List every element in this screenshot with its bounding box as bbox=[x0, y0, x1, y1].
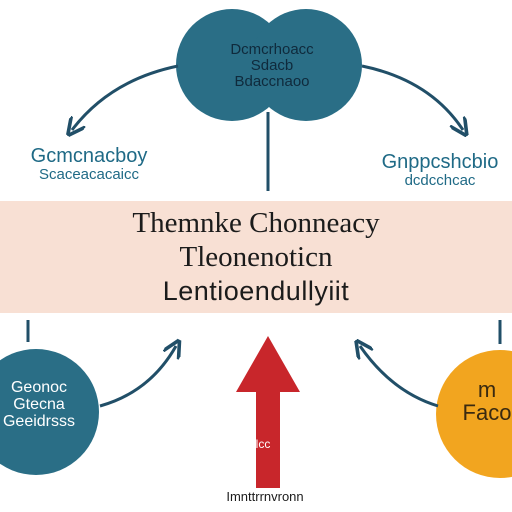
center-arrow-label: lcc bbox=[255, 437, 271, 451]
center-band bbox=[0, 201, 512, 313]
bottom-left-node-label: Geonoc Gtecna Geeidrsss bbox=[2, 379, 76, 430]
bottom-caption: Imnttrrnvronn bbox=[226, 489, 304, 504]
center-band-line-1: Themnke Chonneacy bbox=[132, 207, 380, 239]
bottom-right-node-label: m Faco bbox=[462, 377, 512, 426]
bottom-right-node-circle bbox=[436, 350, 512, 478]
center-band-line-2: Tleonenoticn bbox=[179, 241, 333, 273]
top-left-curved-arrow bbox=[72, 64, 179, 130]
bottom-right-curved-arrow bbox=[360, 346, 439, 408]
bottom-left-node-circle bbox=[0, 349, 99, 475]
bottom-left-curved-arrow bbox=[99, 346, 176, 408]
top-node-circle-right bbox=[250, 9, 362, 121]
left-node-label: Gcmcnacboy Scaceacacaicc bbox=[30, 145, 148, 183]
top-right-curved-arrow bbox=[361, 64, 463, 130]
central-red-arrow bbox=[236, 336, 300, 488]
top-node-label: Dcmcrhoacc Sdacb Bdaccnaoo bbox=[230, 41, 314, 90]
center-band-line-3: Lentioendullyiit bbox=[162, 276, 350, 306]
right-node-label: Gnppcshcbio dcdcchcac bbox=[381, 151, 499, 189]
center-band-title: Themnke Chonneacy Tleonenoticn Lentioend… bbox=[0, 206, 512, 308]
